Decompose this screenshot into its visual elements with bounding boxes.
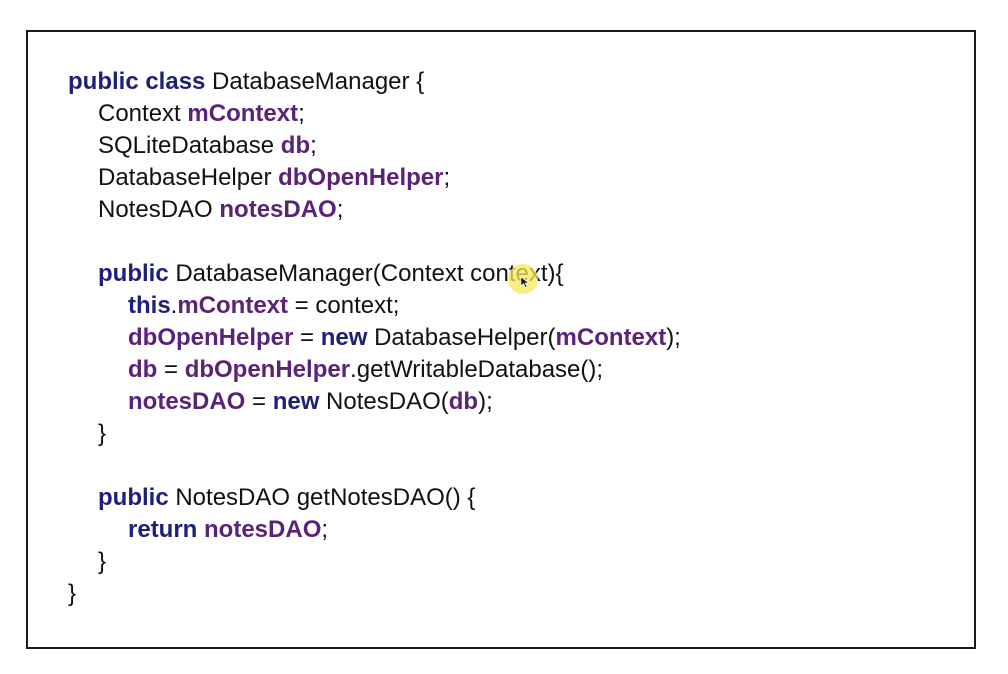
code-text: } [68, 580, 77, 607]
code-line-field-db: SQLiteDatabase db; [68, 130, 681, 162]
code-block: public class DatabaseManager { Context m… [68, 66, 681, 610]
code-text: NotesDAO( [319, 388, 449, 415]
field-name: notesDAO [128, 388, 246, 415]
field-name: notesDAO [204, 516, 322, 543]
code-blank-line [68, 450, 681, 482]
code-text: = context; [288, 292, 400, 319]
code-line-assign-dao: notesDAO = new NotesDAO(db); [68, 386, 681, 418]
code-text: ; [310, 132, 317, 159]
code-text: ); [478, 388, 493, 415]
code-blank-line [68, 226, 681, 258]
keyword: public [98, 484, 169, 511]
code-line-close-constructor: } [68, 418, 681, 450]
keyword: public [98, 260, 169, 287]
code-line-getter: public NotesDAO getNotesDAO() { [68, 482, 681, 514]
field-name: mContext [187, 100, 299, 127]
code-text: = [245, 388, 273, 415]
code-line-close-class: } [68, 578, 681, 610]
code-text: DatabaseManager(Context context){ [168, 260, 564, 287]
field-name: notesDAO [219, 196, 337, 223]
keyword: new [272, 388, 320, 415]
code-line-assign-db: db = dbOpenHelper.getWritableDatabase(); [68, 354, 681, 386]
field-name: dbOpenHelper [184, 356, 351, 383]
code-text: DatabaseManager { [205, 68, 425, 95]
code-line-constructor: public DatabaseManager(Context context){ [68, 258, 681, 290]
code-line-return: return notesDAO; [68, 514, 681, 546]
code-text [197, 516, 204, 543]
field-name: dbOpenHelper [128, 324, 294, 351]
code-text: } [98, 548, 107, 575]
code-line-assign-helper: dbOpenHelper = new DatabaseHelper(mConte… [68, 322, 681, 354]
keyword: return [128, 516, 198, 543]
field-name: mContext [555, 324, 667, 351]
code-text: .getWritableDatabase(); [350, 356, 604, 383]
field-name: db [448, 388, 479, 415]
field-name: mContext [177, 292, 289, 319]
code-line-assign-context: this.mContext = context; [68, 290, 681, 322]
code-text: ; [336, 196, 344, 223]
code-line-field-context: Context mContext; [68, 98, 681, 130]
keyword: new [320, 324, 368, 351]
code-text: . [170, 292, 178, 319]
code-text: DatabaseHelper( [367, 324, 556, 351]
code-text: DatabaseHelper [98, 164, 279, 191]
code-text: ; [443, 164, 451, 191]
code-line-field-dao: NotesDAO notesDAO; [68, 194, 681, 226]
code-text: SQLiteDatabase [98, 132, 281, 159]
code-slide-frame [26, 30, 976, 649]
code-text: } [98, 420, 107, 447]
field-name: db [128, 356, 158, 383]
code-text: Context [98, 100, 188, 127]
code-line-field-helper: DatabaseHelper dbOpenHelper; [68, 162, 681, 194]
code-text: NotesDAO getNotesDAO() { [168, 484, 476, 511]
code-text: NotesDAO [98, 196, 220, 223]
field-name: db [280, 132, 311, 159]
code-text: ; [298, 100, 305, 127]
code-line-class-declaration: public class DatabaseManager { [68, 66, 681, 98]
code-text: = [157, 356, 185, 383]
keyword: public class [68, 68, 206, 95]
code-text: ; [321, 516, 329, 543]
code-text: ); [666, 324, 681, 351]
field-name: dbOpenHelper [278, 164, 444, 191]
code-text: = [293, 324, 321, 351]
code-line-close-getter: } [68, 546, 681, 578]
mouse-pointer-icon [520, 276, 530, 288]
keyword: this [128, 292, 171, 319]
